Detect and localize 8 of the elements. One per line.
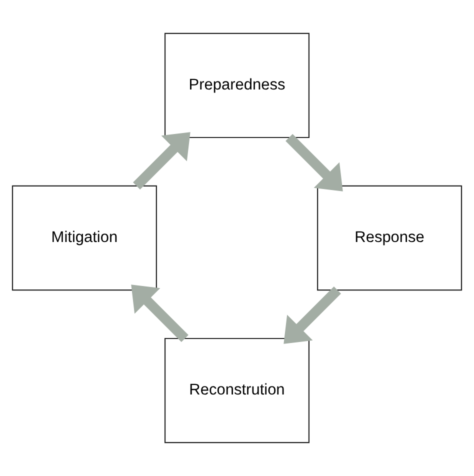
node-box: Mitigation xyxy=(12,185,157,291)
arrow xyxy=(286,134,343,192)
arrow xyxy=(131,284,188,342)
node-box: Response xyxy=(317,185,462,291)
arrow xyxy=(284,286,341,344)
arrow xyxy=(133,132,190,190)
node-box: Reconstrution xyxy=(164,338,310,444)
node-box: Preparedness xyxy=(164,32,310,138)
